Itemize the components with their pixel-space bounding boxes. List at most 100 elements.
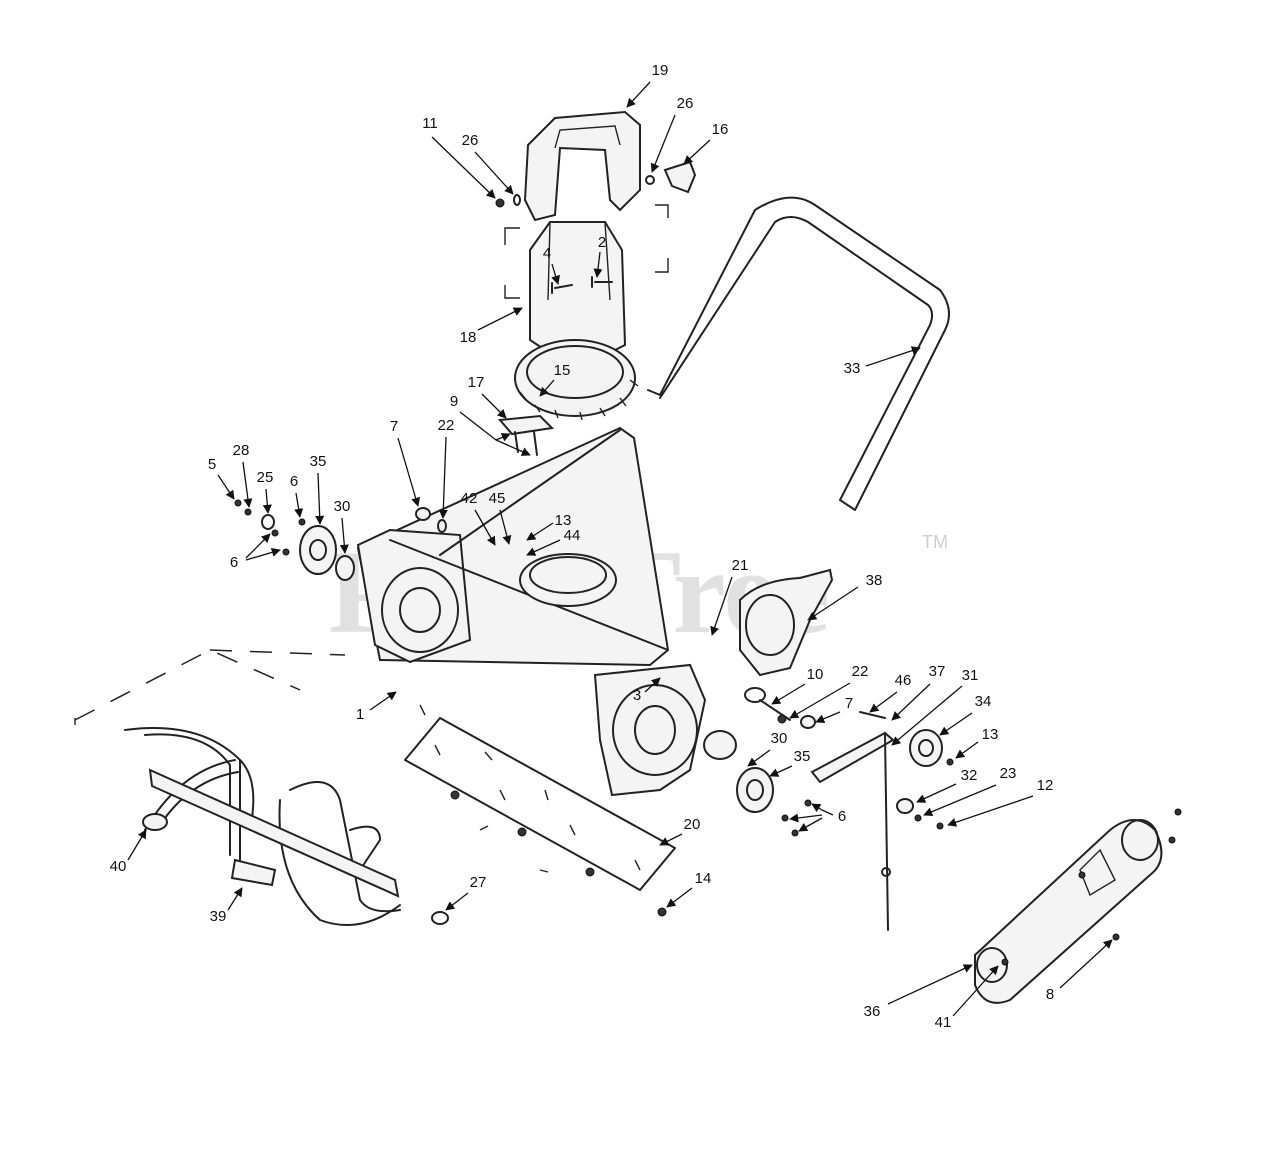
shave-plate	[404, 717, 676, 891]
callout-label: 14	[695, 870, 712, 887]
auger-assembly	[124, 727, 401, 926]
callout-label: 5	[208, 456, 216, 473]
callout-label: 20	[684, 816, 701, 833]
callout-label: 4	[543, 245, 551, 262]
callout-label: 44	[564, 527, 581, 544]
dashed-guide	[74, 704, 549, 873]
callout-label: 32	[961, 767, 978, 784]
hex-nut	[450, 790, 460, 800]
callout-label: 6	[290, 473, 298, 490]
chute-knob	[645, 160, 697, 194]
discharge-chute	[514, 221, 639, 421]
callout-label: 13	[982, 726, 999, 743]
hex-nut	[517, 827, 527, 837]
dashed-guide	[504, 204, 669, 299]
hex-nut	[1078, 871, 1086, 879]
callout-label: 39	[210, 908, 227, 925]
bearing-flange-left	[261, 514, 355, 581]
side-plate	[739, 568, 834, 677]
callout-label: 35	[794, 748, 811, 765]
callout-label: 7	[845, 695, 853, 712]
callout-label: 38	[866, 572, 883, 589]
watermark-trademark: TM	[922, 532, 948, 552]
callout-label: 19	[652, 62, 669, 79]
hex-nut	[657, 907, 667, 917]
hex-nut	[495, 198, 505, 208]
hex-nut	[1112, 933, 1120, 941]
hex-nut	[781, 814, 789, 822]
belt-cover	[974, 819, 1163, 1004]
callout-label: 1	[356, 706, 364, 723]
hex-nut	[1174, 808, 1182, 816]
idler-bracket	[810, 711, 895, 931]
callout-label: 2	[598, 234, 606, 251]
callout-label: 15	[554, 362, 571, 379]
hex-nut	[415, 507, 431, 521]
hex-nut	[585, 867, 595, 877]
callout-label: 30	[771, 730, 788, 747]
callout-label: 9	[450, 393, 458, 410]
callout-label: 21	[732, 557, 749, 574]
hex-nut	[777, 714, 787, 724]
callout-label: 27	[470, 874, 487, 891]
hex-nut	[271, 529, 279, 537]
callout-label: 26	[462, 132, 479, 149]
callout-label: 11	[422, 115, 438, 132]
callout-label: 17	[468, 374, 485, 391]
callout-label: 18	[460, 329, 477, 346]
chute-deflector	[523, 110, 641, 222]
flat-washer	[896, 798, 914, 814]
callout-label: 6	[838, 808, 846, 825]
callout-label: 33	[844, 360, 861, 377]
callout-label: 10	[807, 666, 824, 683]
chute-bracket	[497, 414, 555, 456]
carriage-bolt	[591, 276, 613, 288]
callout-label: 16	[712, 121, 729, 138]
dashed-guide	[74, 649, 346, 721]
hex-nut	[946, 758, 954, 766]
callout-label: 26	[677, 95, 694, 112]
callout-label: 6	[230, 554, 238, 571]
hex-nut	[244, 508, 252, 516]
callout-label: 22	[852, 663, 869, 680]
hex-nut	[936, 822, 944, 830]
callout-label: 28	[233, 442, 250, 459]
hex-nut	[800, 715, 816, 729]
callout-label: 30	[334, 498, 351, 515]
callout-label: 25	[257, 469, 274, 486]
auger-housing	[356, 426, 707, 797]
callout-label: 8	[1046, 986, 1054, 1003]
hex-nut	[791, 829, 799, 837]
washer	[431, 911, 449, 925]
callout-label: 46	[895, 672, 912, 689]
idler-pulley	[909, 729, 943, 767]
hex-nut	[282, 548, 290, 556]
callout-label: 31	[962, 667, 979, 684]
hex-nut	[804, 799, 812, 807]
callout-label: 41	[935, 1014, 952, 1031]
callout-label: 7	[390, 418, 398, 435]
callout-label: 23	[1000, 765, 1017, 782]
callout-label: 40	[110, 858, 127, 875]
hex-nut	[914, 814, 922, 822]
hex-nut	[1001, 958, 1009, 966]
callout-label: 45	[489, 490, 506, 507]
callout-label: 22	[438, 417, 455, 434]
flat-washer	[437, 519, 447, 533]
hex-nut	[298, 518, 306, 526]
callout-label: 37	[929, 663, 946, 680]
callout-labels: 19 26 16 11 26 2 4 18 15 17 9 33 7 22 5 …	[110, 62, 1113, 1031]
handle-tube	[647, 196, 950, 511]
callout-label: 12	[1037, 777, 1054, 794]
flat-washer	[513, 194, 521, 206]
hex-nut	[1168, 836, 1176, 844]
callout-label: 34	[975, 693, 992, 710]
callout-label: 36	[864, 1003, 881, 1020]
callout-label: 3	[633, 687, 641, 704]
bearing-flange-right	[703, 687, 791, 813]
callout-label: 35	[310, 453, 327, 470]
carriage-bolt-head	[234, 499, 242, 507]
callout-label: 42	[461, 490, 478, 507]
callout-label: 13	[555, 512, 572, 529]
